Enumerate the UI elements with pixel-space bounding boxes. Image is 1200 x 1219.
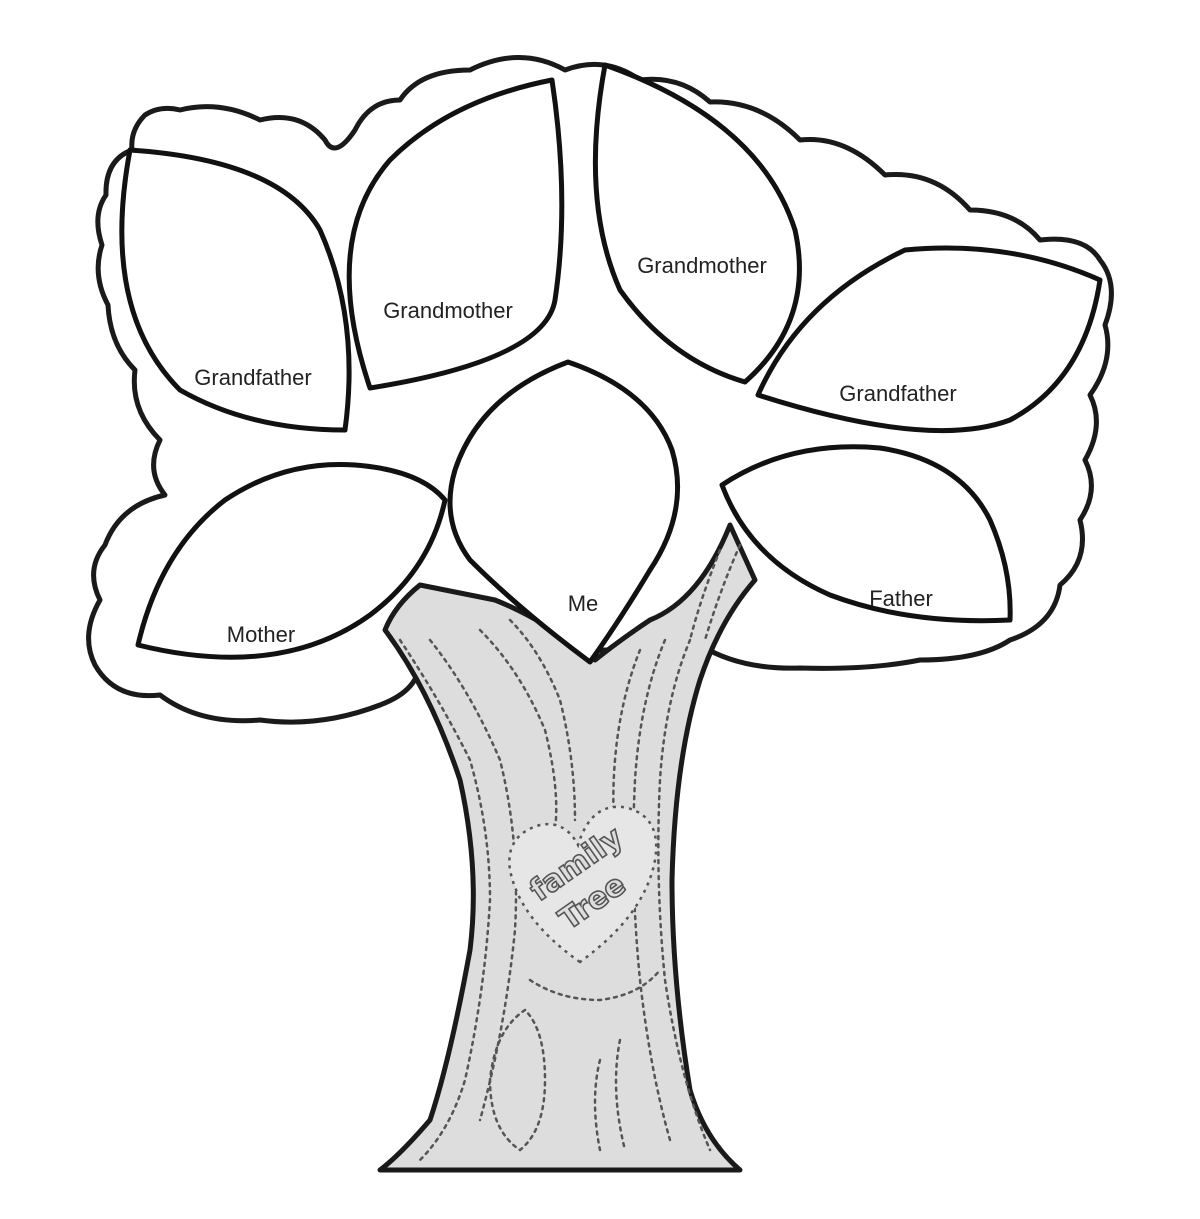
carved-heart (508, 805, 658, 964)
label-grandmother-left: Grandmother (383, 298, 513, 323)
label-grandfather-left: Grandfather (194, 365, 311, 390)
label-mother: Mother (227, 622, 295, 647)
leaf-grandfather-left (119, 147, 352, 433)
label-me: Me (568, 591, 599, 616)
leaf-grandmother-left (346, 77, 565, 391)
label-grandfather-right: Grandfather (839, 381, 956, 406)
leaf-mother (135, 461, 448, 660)
leaf-grandfather-right (755, 245, 1103, 434)
label-father: Father (869, 586, 933, 611)
leaf-father (719, 444, 1013, 624)
leaf-grandmother-right (592, 62, 802, 385)
label-grandmother-right: Grandmother (637, 253, 767, 278)
leaf-me (447, 359, 681, 665)
